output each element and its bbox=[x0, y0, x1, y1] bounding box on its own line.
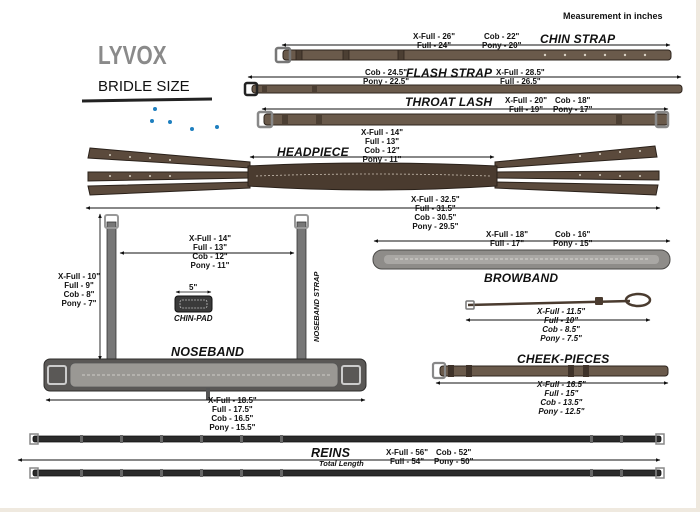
headpiece-label: HEADPIECE bbox=[277, 145, 349, 159]
noseband-label: NOSEBAND bbox=[171, 345, 245, 359]
flash-strap-label: FLASH STRAP bbox=[406, 66, 493, 80]
throat-lash-sizes-right: Cob - 18"Pony - 17" bbox=[553, 96, 593, 114]
headpiece-bottom-sizes: X-Full - 32.5"Full - 31.5" Cob - 30.5"Po… bbox=[411, 195, 460, 231]
measurement-note: Measurement in inches bbox=[563, 11, 663, 21]
cheek-pieces-drawing bbox=[431, 361, 669, 385]
noseband-strap-drawing bbox=[98, 213, 309, 361]
headpiece bbox=[85, 145, 661, 210]
browband-sizes-left: X-Full - 18"Full - 17" bbox=[486, 230, 529, 248]
cheek-pieces-label: CHEEK-PIECES bbox=[517, 352, 610, 366]
chin-pad-label: CHIN-PAD bbox=[174, 314, 213, 323]
chin-strap-sizes-left: X-Full - 26"Full - 24" bbox=[413, 32, 456, 50]
cheek-upper-drawing bbox=[465, 292, 652, 322]
title-underline bbox=[81, 97, 213, 103]
browband bbox=[372, 239, 671, 270]
chin-strap-sizes-right: Cob - 22"Pony - 20" bbox=[482, 32, 522, 50]
chin-pad-size: 5" bbox=[189, 283, 198, 292]
reins-sublabel: Total Length bbox=[319, 459, 364, 468]
browband-sizes-right: Cob - 16"Pony - 15" bbox=[553, 230, 593, 248]
chin-pad-drawing bbox=[174, 290, 213, 313]
browband-label: BROWBAND bbox=[484, 271, 559, 285]
cheek-upper-sizes: X-Full - 11.5"Full - 10" Cob - 8.5"Pony … bbox=[537, 307, 586, 343]
flash-strap bbox=[243, 75, 683, 97]
chin-strap bbox=[274, 43, 672, 64]
throat-lash-label: THROAT LASH bbox=[405, 95, 493, 109]
brand-logo: LYVOX bbox=[98, 40, 167, 70]
reins-sizes-right: Cob - 52"Pony - 50" bbox=[434, 448, 474, 466]
reins-drawing bbox=[17, 433, 665, 479]
noseband-drawing bbox=[43, 358, 367, 402]
cheek-pieces-sizes: X-Full - 16.5"Full - 15" Cob - 13.5"Pony… bbox=[537, 380, 586, 416]
noseband-strap-width-sizes: X-Full - 14"Full - 13" Cob - 12"Pony - 1… bbox=[189, 234, 232, 270]
reins-sizes-left: X-Full - 56"Full - 54" bbox=[386, 448, 429, 466]
bridle-size-title: BRIDLE SIZE bbox=[98, 78, 190, 95]
headpiece-top-sizes: X-Full - 14"Full - 13" Cob - 12"Pony - 1… bbox=[361, 128, 404, 164]
flash-strap-sizes-left: Cob - 24.5"Pony - 22.5" bbox=[363, 68, 410, 86]
throat-lash-sizes-left: X-Full - 20"Full - 19" bbox=[505, 96, 548, 114]
throat-lash bbox=[256, 107, 670, 129]
reins-label: REINS bbox=[311, 446, 351, 460]
noseband-sizes: X-Full - 18.5"Full - 17.5" Cob - 16.5"Po… bbox=[208, 396, 257, 432]
noseband-strap-label: NOSEBAND STRAP bbox=[312, 271, 321, 342]
flash-strap-sizes-right: X-Full - 28.5"Full - 26.5" bbox=[496, 68, 545, 86]
noseband-strap-height-sizes: X-Full - 10"Full - 9" Cob - 8"Pony - 7" bbox=[58, 272, 101, 308]
decor-dots bbox=[150, 107, 219, 131]
chin-strap-label: CHIN STRAP bbox=[540, 32, 616, 46]
